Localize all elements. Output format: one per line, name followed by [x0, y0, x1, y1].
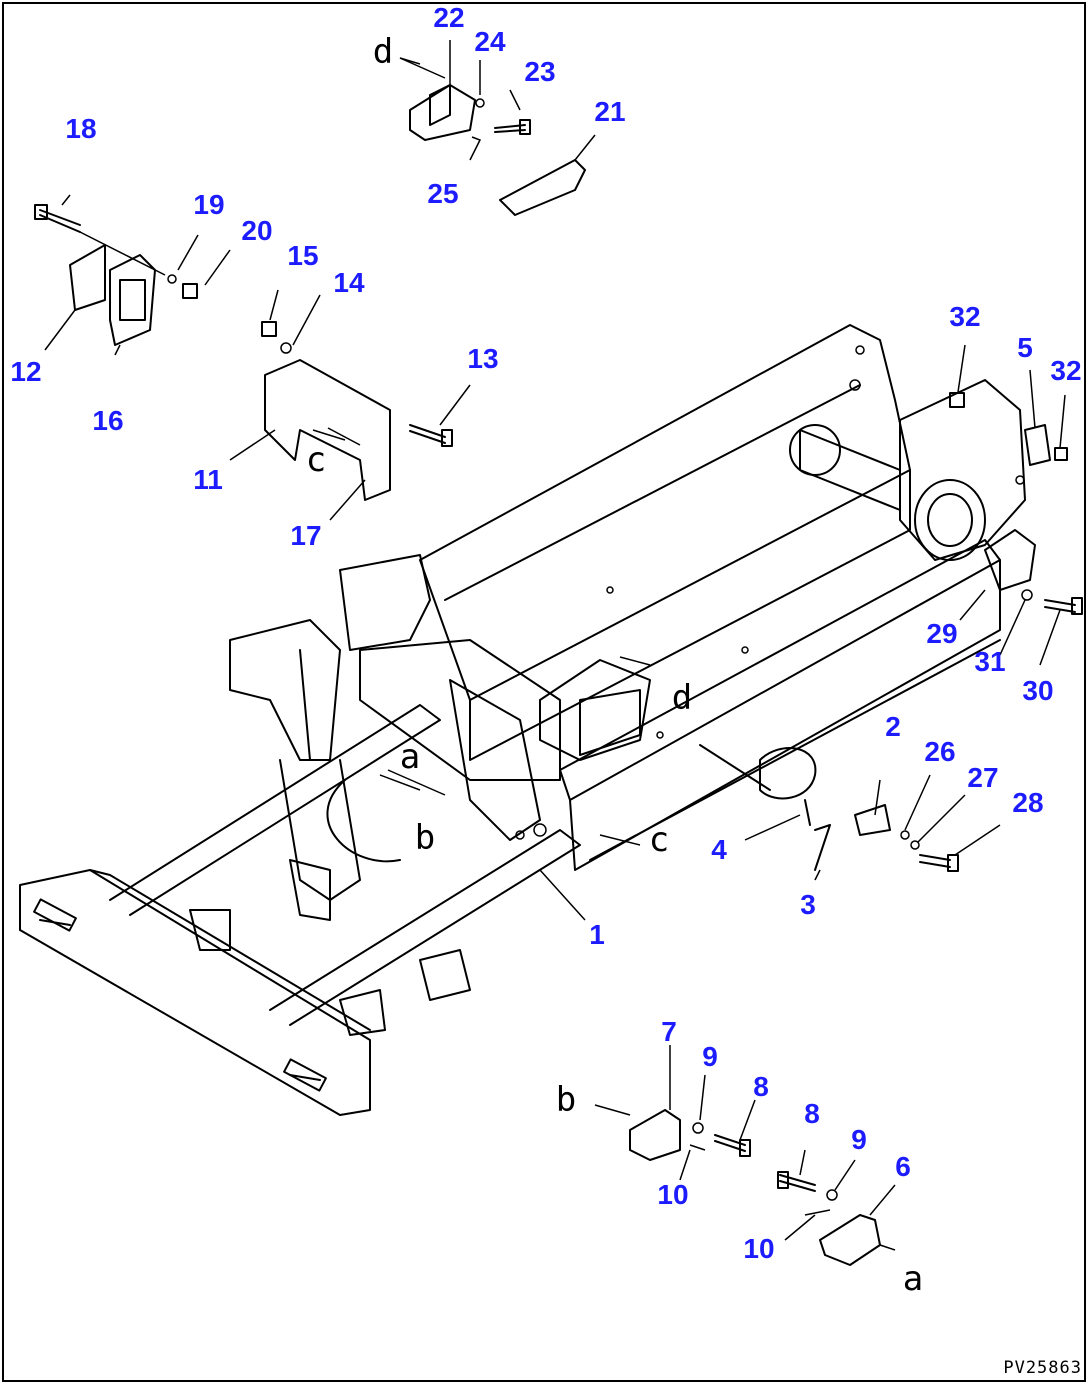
- callout-19[interactable]: 19: [193, 189, 225, 220]
- callout-27[interactable]: 27: [967, 762, 999, 793]
- callout-30[interactable]: 30: [1022, 675, 1054, 706]
- callout-18[interactable]: 18: [65, 113, 97, 144]
- callout-11[interactable]: 11: [193, 464, 223, 495]
- callout-3[interactable]: 3: [800, 889, 816, 920]
- view-letter-c-bracket: c: [305, 440, 327, 480]
- view-arrows: [312, 57, 896, 1251]
- view-letter-b-frame: b: [414, 818, 436, 858]
- view-letter-a-bracket: a: [902, 1259, 924, 1299]
- callout-12[interactable]: 12: [10, 356, 42, 387]
- main-frame-part-1: [19, 324, 1036, 1116]
- callout-16[interactable]: 16: [92, 405, 124, 436]
- view-letter-c-frame: c: [648, 820, 670, 860]
- bracket-group-12-16: [34, 194, 231, 356]
- view-letter-a-frame: a: [399, 737, 421, 777]
- callout-7[interactable]: 7: [661, 1016, 677, 1047]
- callout-28[interactable]: 28: [1012, 787, 1044, 818]
- callout-31[interactable]: 31: [974, 646, 1006, 677]
- cap-group-29-32: [949, 344, 1083, 666]
- callout-2[interactable]: 2: [885, 711, 901, 742]
- callout-14[interactable]: 14: [333, 267, 365, 298]
- view-letter-b-bracket: b: [555, 1080, 577, 1120]
- bracket-group-a: [777, 1149, 896, 1266]
- bracket-group-c: [229, 289, 471, 521]
- callout-26[interactable]: 26: [924, 736, 956, 767]
- callout-10-upper[interactable]: 10: [657, 1179, 689, 1210]
- callout-32-right[interactable]: 32: [1050, 355, 1082, 386]
- view-letter-d-bracket: d: [372, 32, 394, 72]
- callout-8-lower[interactable]: 8: [804, 1098, 820, 1129]
- bracket-group-d: [399, 40, 596, 216]
- callout-32-left[interactable]: 32: [949, 301, 981, 332]
- bracket-group-b: [629, 1045, 756, 1181]
- callout-1[interactable]: 1: [589, 919, 605, 950]
- callout-20[interactable]: 20: [241, 215, 273, 246]
- pin-group-2-4: [744, 774, 1001, 881]
- callout-8-upper[interactable]: 8: [753, 1071, 769, 1102]
- callout-10-lower[interactable]: 10: [743, 1233, 775, 1264]
- callout-17[interactable]: 17: [290, 520, 322, 551]
- callout-5[interactable]: 5: [1017, 332, 1033, 363]
- callout-23[interactable]: 23: [524, 56, 556, 87]
- view-letter-d-frame: d: [671, 678, 693, 718]
- callout-15[interactable]: 15: [287, 240, 319, 271]
- callout-29[interactable]: 29: [926, 618, 958, 649]
- callout-4[interactable]: 4: [711, 834, 727, 865]
- callout-6[interactable]: 6: [895, 1151, 911, 1182]
- callout-25[interactable]: 25: [427, 178, 459, 209]
- callout-24[interactable]: 24: [474, 26, 506, 57]
- callout-22[interactable]: 22: [433, 2, 465, 33]
- callout-21[interactable]: 21: [594, 96, 626, 127]
- callout-9-lower[interactable]: 9: [851, 1124, 867, 1155]
- drawing-code: PV25863: [1003, 1358, 1082, 1378]
- callout-13[interactable]: 13: [467, 343, 499, 374]
- callout-9-upper[interactable]: 9: [702, 1041, 718, 1072]
